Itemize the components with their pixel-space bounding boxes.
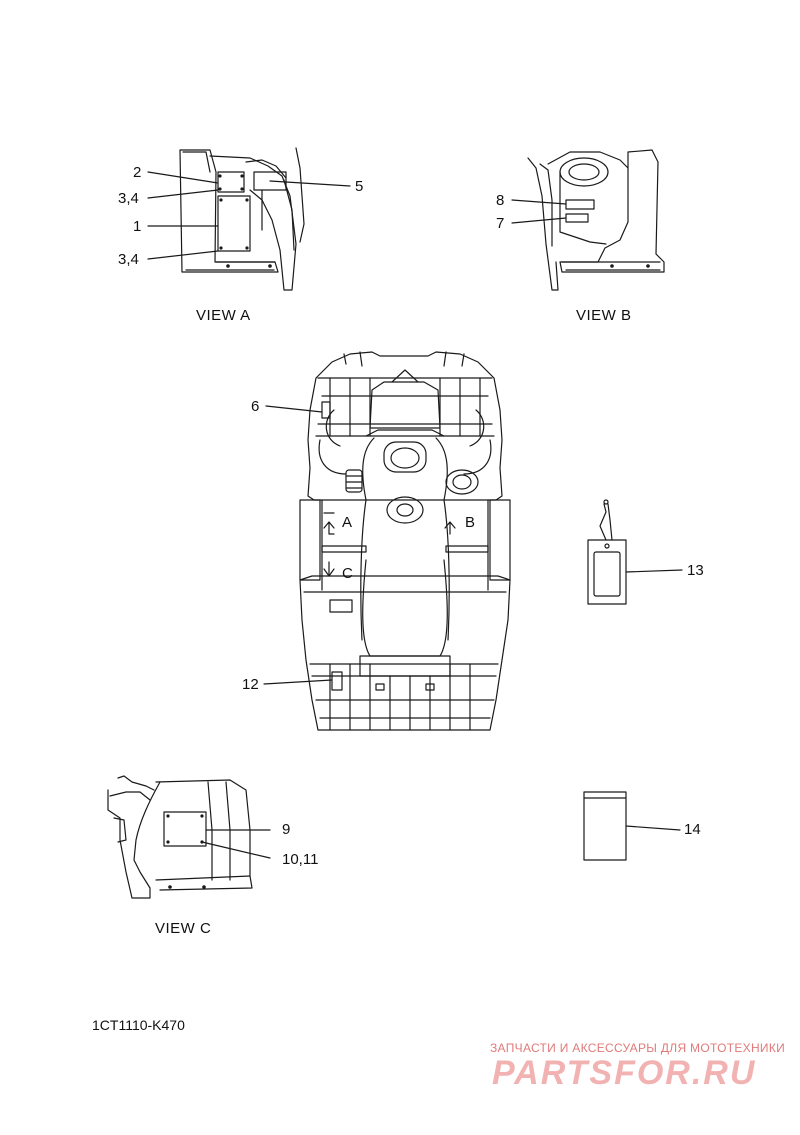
arrow-label-c: C	[342, 565, 353, 582]
callout-5: 5	[355, 178, 364, 195]
view-b-drawing	[511, 149, 665, 291]
callout-12: 12	[242, 676, 259, 693]
callout-10-11: 10,11	[282, 851, 319, 868]
arrow-label-b: B	[465, 514, 476, 531]
callout-3-4-upper: 3,4	[118, 190, 139, 207]
callout-6: 6	[251, 398, 260, 415]
arrow-label-a: A	[342, 514, 353, 531]
callout-1: 1	[133, 218, 142, 235]
part-13-tag	[587, 499, 683, 605]
view-c-title: VIEW C	[155, 920, 212, 937]
callout-13: 13	[687, 562, 704, 579]
view-a-drawing	[147, 147, 351, 291]
callout-14: 14	[684, 821, 701, 838]
callout-8: 8	[496, 192, 505, 209]
watermark-logo: PARTSFOR.RU	[492, 1054, 757, 1092]
atv-top-view-drawing	[263, 351, 511, 731]
watermark-tagline: ЗАПЧАСТИ И АКСЕССУАРЫ ДЛЯ МОТОТЕХНИКИ	[490, 1041, 786, 1055]
callout-7: 7	[496, 215, 505, 232]
view-a-title: VIEW A	[196, 307, 251, 324]
view-c-drawing	[107, 775, 271, 899]
part-14-label	[583, 791, 681, 861]
callout-3-4-lower: 3,4	[118, 251, 139, 268]
diagram-code: 1CT1110-K470	[92, 1017, 185, 1033]
view-b-title: VIEW B	[576, 307, 632, 324]
callout-9: 9	[282, 821, 291, 838]
callout-2: 2	[133, 164, 142, 181]
